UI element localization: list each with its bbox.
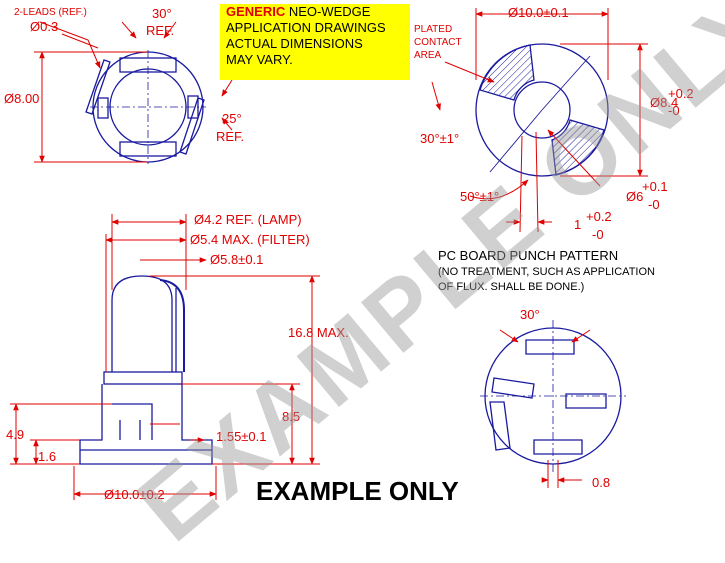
- diameter-6-tol-minus: -0: [648, 197, 660, 212]
- angle-30-label: 30°±1°: [420, 131, 460, 146]
- punch-pattern-view: [480, 320, 626, 472]
- slot-tol-minus: -0: [592, 227, 604, 242]
- side-view: [79, 275, 213, 465]
- diameter-6-tol-plus: +0.1: [642, 179, 668, 194]
- lamp-diameter-label: Ø4.2 REF. (LAMP): [194, 212, 302, 227]
- slot-tol-plus: +0.2: [586, 209, 612, 224]
- example-only-footer: EXAMPLE ONLY: [256, 476, 459, 506]
- plated-label-3: AREA: [414, 50, 442, 61]
- generic-notice-box: GENERIC NEO-WEDGE APPLICATION DRAWINGS A…: [220, 4, 410, 80]
- top-left-view: [85, 50, 206, 164]
- punch-angle-label: 30°: [520, 307, 540, 322]
- angle-50-label: 50°±1°: [460, 189, 500, 204]
- notice-line1: NEO-WEDGE: [285, 4, 371, 19]
- plated-label-1: PLATED: [414, 24, 453, 35]
- leads-label: 2-LEADS (REF.): [14, 7, 87, 18]
- side-dimensions: [10, 214, 320, 500]
- height-49-label: 4.9: [6, 427, 25, 442]
- drawing-canvas: [10, 8, 648, 500]
- notice-line3: ACTUAL DIMENSIONS: [226, 36, 363, 51]
- diameter-8-label: Ø8.00: [4, 91, 40, 106]
- diameter-6-label: Ø6: [626, 189, 644, 204]
- height-168-label: 16.8 MAX.: [288, 325, 349, 340]
- diameter-58-label: Ø5.8±0.1: [210, 252, 264, 267]
- diameter-10-label: Ø10.0±0.1: [508, 5, 569, 20]
- top-right-dimensions: [431, 8, 648, 233]
- width-155-label: 1.55±0.1: [216, 429, 267, 444]
- angle-right-ref-label: REF.: [216, 129, 245, 144]
- angle-right-label: 25°: [222, 111, 242, 126]
- punch-note-2: OF FLUX. SHALL BE DONE.): [438, 281, 585, 293]
- top-left-dimensions: [34, 21, 233, 163]
- notice-line4: MAY VARY.: [226, 52, 293, 67]
- punch-dimensions: [499, 329, 591, 488]
- height-85-label: 8.5: [282, 409, 301, 424]
- angle-top-label: 30°: [152, 6, 172, 21]
- diameter-84-tol-plus: +0.2: [668, 86, 694, 101]
- drawing-sheet: GENERIC NEO-WEDGE APPLICATION DRAWINGS A…: [4, 0, 725, 562]
- angle-top-ref-label: REF.: [146, 23, 175, 38]
- base-diameter-label: Ø10.0±0.2: [104, 487, 165, 502]
- notice-highlight: GENERIC: [226, 4, 286, 19]
- punch-pattern-title: PC BOARD PUNCH PATTERN: [438, 248, 619, 263]
- diameter-84-label: Ø8.4: [650, 95, 679, 110]
- top-right-view: [475, 43, 609, 177]
- slot-width-label: 1: [574, 217, 582, 232]
- diameter-84-tol-minus: -0: [668, 103, 680, 118]
- punch-width-label: 0.8: [592, 475, 611, 490]
- height-16-label: 1.6: [38, 449, 57, 464]
- plated-label-2: CONTACT: [414, 37, 462, 48]
- punch-note-1: (NO TREATMENT, SUCH AS APPLICATION: [438, 266, 655, 278]
- filter-diameter-label: Ø5.4 MAX. (FILTER): [190, 232, 310, 247]
- lead-diameter-label: Ø0.3: [30, 19, 59, 34]
- notice-line2: APPLICATION DRAWINGS: [226, 20, 386, 35]
